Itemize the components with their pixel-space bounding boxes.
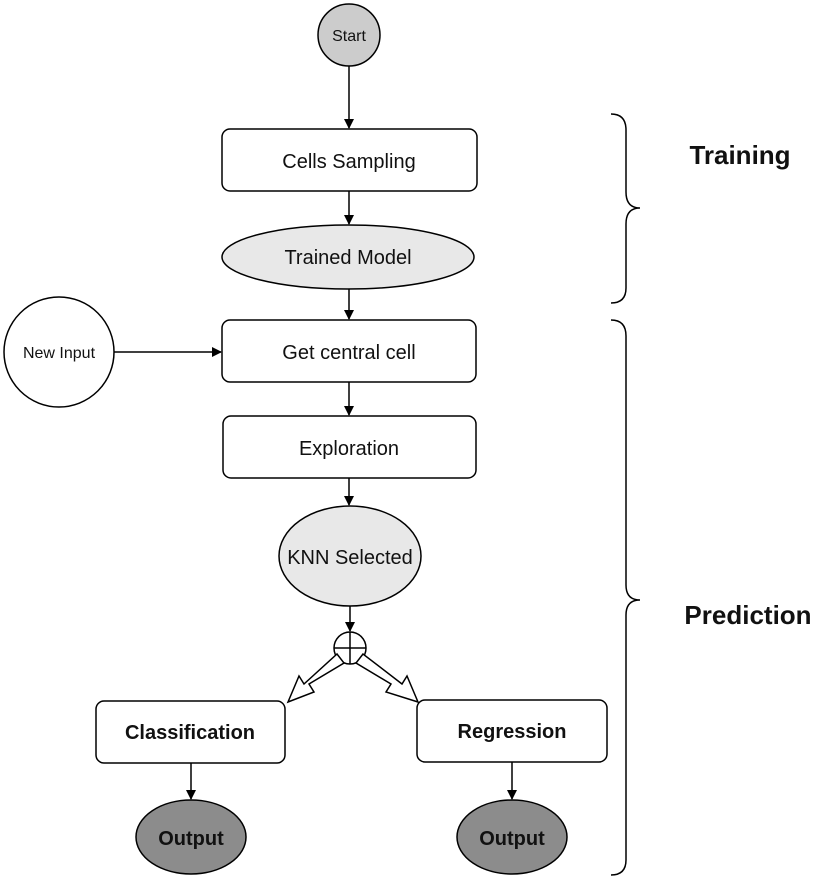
block-arrow-to-regression	[354, 652, 420, 704]
output-left-node: Output	[135, 799, 247, 875]
output-right-node: Output	[456, 799, 568, 875]
new-input-node: New Input	[3, 296, 115, 408]
get-central-cell-node: Get central cell	[221, 319, 477, 383]
output-right-label: Output	[479, 828, 545, 850]
classification-node: Classification	[95, 700, 286, 764]
cells-sampling-node: Cells Sampling	[221, 128, 478, 192]
new-input-label: New Input	[23, 345, 96, 362]
get-central-cell-label: Get central cell	[282, 342, 415, 364]
training-label: Training	[689, 140, 790, 170]
training-brace	[610, 113, 641, 304]
prediction-label: Prediction	[684, 600, 811, 630]
exploration-label: Exploration	[299, 438, 399, 460]
regression-node: Regression	[416, 699, 608, 763]
trained-model-node: Trained Model	[221, 224, 475, 290]
trained-model-label: Trained Model	[284, 247, 411, 269]
knn-selected-node: KNN Selected	[278, 505, 422, 607]
block-arrow-to-classification	[286, 652, 346, 704]
output-left-label: Output	[158, 828, 224, 850]
junction-symbol	[333, 631, 367, 665]
exploration-node: Exploration	[222, 415, 477, 479]
knn-selected-label: KNN Selected	[287, 547, 413, 569]
regression-label: Regression	[458, 721, 567, 743]
cells-sampling-label: Cells Sampling	[282, 151, 415, 173]
start-node: Start	[317, 3, 381, 67]
start-label: Start	[332, 28, 366, 45]
classification-label: Classification	[125, 722, 255, 744]
prediction-brace	[610, 319, 641, 876]
